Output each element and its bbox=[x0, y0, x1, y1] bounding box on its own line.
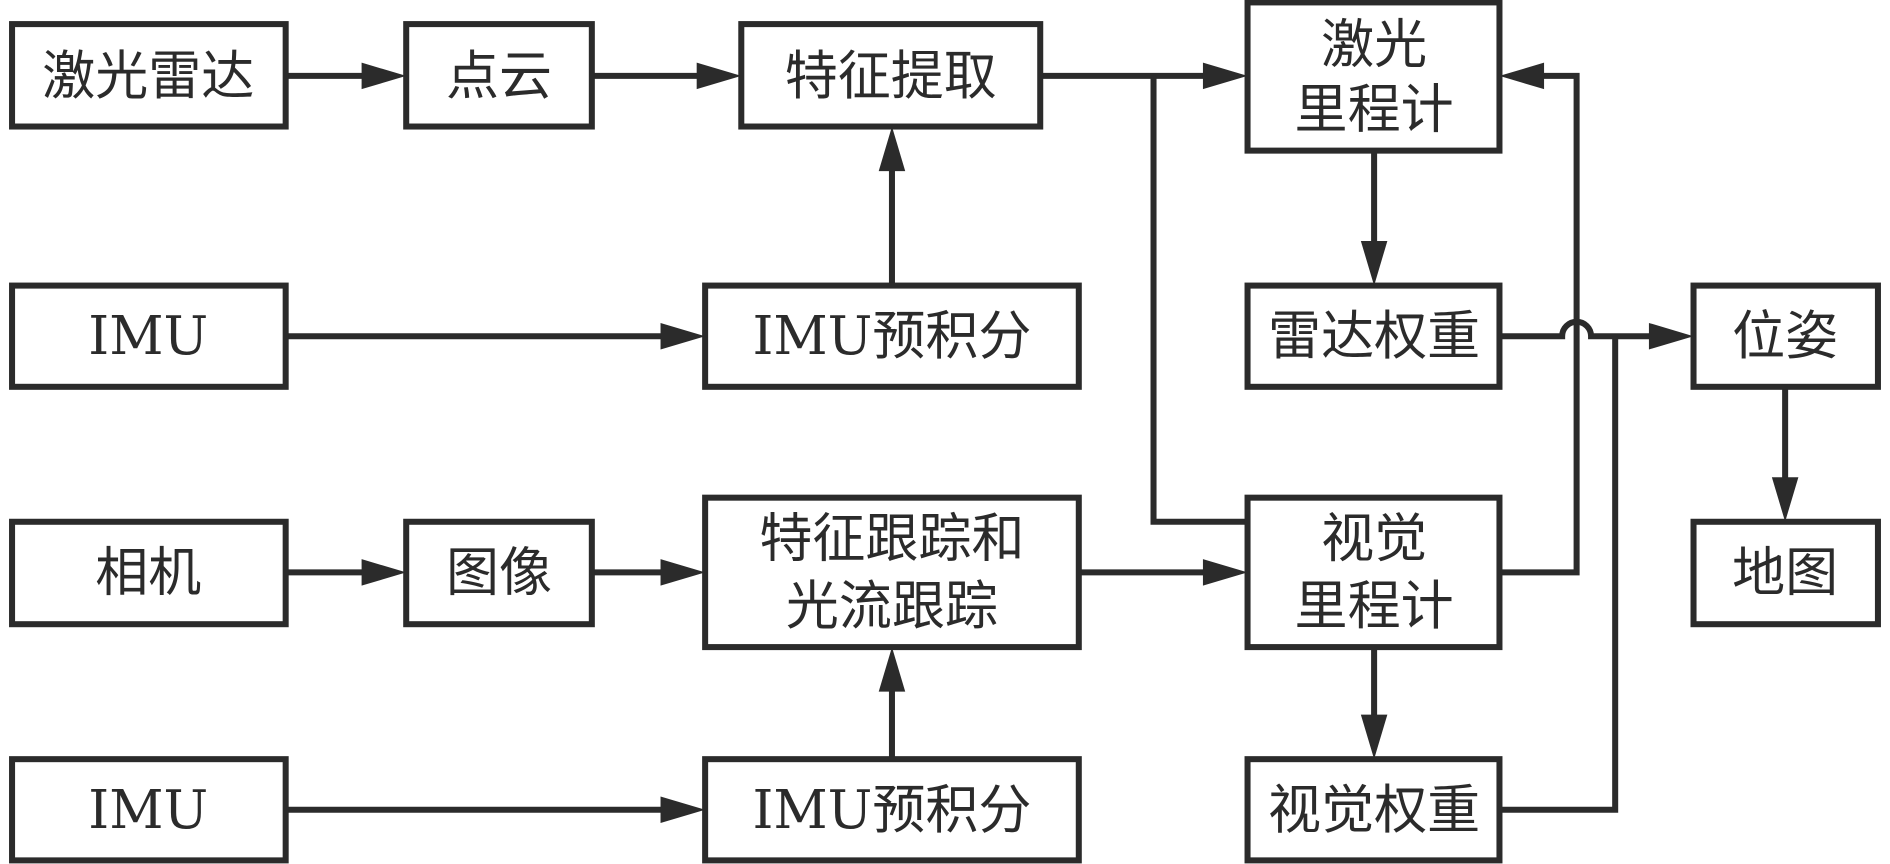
arrowhead-icon bbox=[878, 647, 906, 692]
node-label: 激光雷达 bbox=[42, 45, 254, 107]
arrowhead-icon bbox=[361, 559, 407, 586]
node-feature-extraction: 特征提取 bbox=[738, 21, 1044, 130]
node-label: 视觉权重 bbox=[1268, 779, 1480, 841]
node-label-line-1: 激光 bbox=[1321, 14, 1427, 76]
arrowhead-icon bbox=[1648, 322, 1694, 350]
arrowhead-icon bbox=[660, 559, 706, 586]
connectors bbox=[285, 62, 1799, 824]
arrowhead-icon bbox=[1360, 714, 1388, 760]
edge-lidar-weight-to-pose bbox=[1499, 318, 1655, 340]
node-visual-odometry: 视觉 里程计 bbox=[1244, 494, 1503, 651]
node-label: 雷达权重 bbox=[1268, 305, 1480, 367]
node-camera: 相机 bbox=[9, 518, 289, 628]
node-label: IMU预积分 bbox=[752, 305, 1031, 367]
node-lidar-odometry: 激光 里程计 bbox=[1244, 0, 1503, 154]
node-point-cloud: 点云 bbox=[403, 21, 595, 130]
node-label-line-2: 里程计 bbox=[1295, 79, 1454, 141]
node-label: 点云 bbox=[446, 45, 552, 107]
arrowhead-icon bbox=[660, 322, 706, 350]
node-label-line-2: 光流跟踪 bbox=[786, 575, 998, 637]
node-imu-1: IMU bbox=[9, 282, 289, 390]
node-label: 位姿 bbox=[1732, 305, 1838, 367]
node-imu-preintegration-1: IMU预积分 bbox=[702, 282, 1082, 390]
node-lidar-weight: 雷达权重 bbox=[1244, 282, 1503, 390]
arrowhead-icon bbox=[878, 126, 906, 172]
node-lidar: 激光雷达 bbox=[9, 21, 289, 130]
node-imu-2: IMU bbox=[9, 756, 289, 864]
arrowhead-icon bbox=[696, 62, 742, 90]
edge-visual-weight-to-pose bbox=[1499, 336, 1619, 813]
arrowhead-icon bbox=[660, 796, 706, 824]
edge-feature-extraction-to-visual-odometry bbox=[1150, 75, 1248, 525]
arrowhead-icon bbox=[1360, 241, 1388, 286]
node-label: IMU bbox=[88, 779, 208, 841]
node-label-line-2: 里程计 bbox=[1295, 575, 1454, 637]
node-label: 地图 bbox=[1732, 541, 1838, 603]
arrowhead-icon bbox=[1499, 62, 1545, 90]
arrowhead-icon bbox=[1202, 559, 1248, 586]
arrowhead-icon bbox=[1202, 62, 1248, 90]
arrowhead-icon bbox=[1771, 477, 1799, 522]
node-feature-tracking: 特征跟踪和 光流跟踪 bbox=[702, 494, 1082, 651]
node-label: 图像 bbox=[446, 541, 552, 603]
node-image: 图像 bbox=[403, 518, 595, 628]
node-label: IMU预积分 bbox=[752, 779, 1031, 841]
arrowhead-icon bbox=[361, 62, 407, 90]
node-pose: 位姿 bbox=[1690, 282, 1881, 390]
node-label: 特征提取 bbox=[785, 45, 997, 107]
node-map: 地图 bbox=[1690, 518, 1881, 628]
node-label: 相机 bbox=[95, 541, 201, 603]
node-label-line-1: 特征跟踪和 bbox=[759, 508, 1024, 570]
node-imu-preintegration-2: IMU预积分 bbox=[702, 756, 1082, 864]
node-label-line-1: 视觉 bbox=[1321, 508, 1427, 570]
node-label: IMU bbox=[88, 305, 208, 367]
node-visual-weight: 视觉权重 bbox=[1244, 756, 1503, 864]
